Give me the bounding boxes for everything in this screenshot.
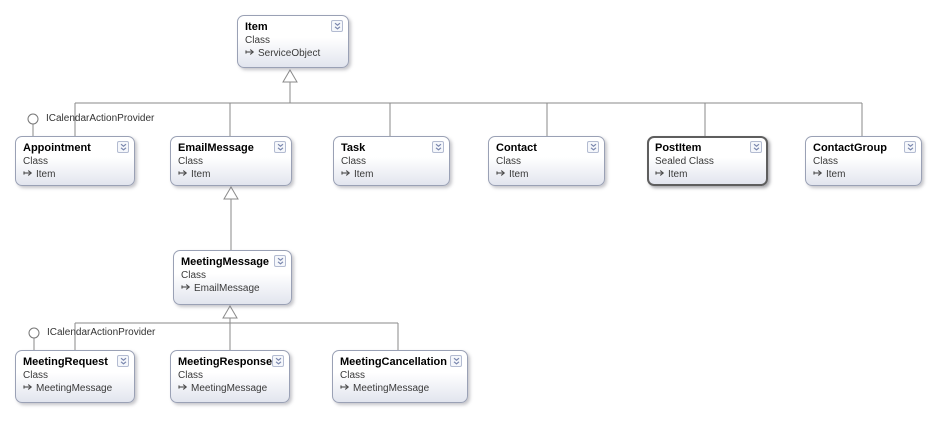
base-class-name: MeetingMessage	[191, 383, 268, 394]
class-name: Item	[245, 21, 268, 33]
class-node-emailmessage[interactable]: EmailMessage Class Item	[170, 136, 292, 186]
base-class-name: Item	[668, 169, 688, 180]
class-kind: Class	[340, 370, 366, 381]
collapse-chevron-icon[interactable]	[117, 355, 129, 367]
base-class-row: ServiceObject	[245, 48, 341, 60]
inherits-arrow-icon	[178, 169, 188, 181]
class-kind: Class	[181, 270, 207, 281]
inherits-arrow-icon	[245, 48, 255, 60]
interface-label: ICalendarActionProvider	[47, 327, 156, 338]
interface-label: ICalendarActionProvider	[46, 113, 155, 124]
inherits-arrow-icon	[178, 383, 188, 395]
class-node-contact[interactable]: Contact Class Item	[488, 136, 605, 186]
inherits-arrow-icon	[340, 383, 350, 395]
class-node-contactgroup[interactable]: ContactGroup Class Item	[805, 136, 922, 186]
class-node-meetingmessage[interactable]: MeetingMessage Class EmailMessage	[173, 250, 292, 305]
inherits-arrow-icon	[655, 169, 665, 181]
base-class-name: MeetingMessage	[353, 383, 430, 394]
class-name: ContactGroup	[813, 142, 887, 154]
collapse-chevron-icon[interactable]	[587, 141, 599, 153]
base-class-name: MeetingMessage	[36, 383, 113, 394]
class-name: MeetingRequest	[23, 356, 108, 368]
class-name: MeetingCancellation	[340, 356, 447, 368]
base-class-row: MeetingMessage	[23, 383, 127, 395]
base-class-name: EmailMessage	[194, 283, 260, 294]
collapse-chevron-icon[interactable]	[274, 141, 286, 153]
collapse-chevron-icon[interactable]	[904, 141, 916, 153]
base-class-row: Item	[655, 169, 760, 181]
collapse-chevron-icon[interactable]	[432, 141, 444, 153]
collapse-chevron-icon[interactable]	[331, 20, 343, 32]
class-kind: Class	[23, 370, 49, 381]
class-kind: Class	[245, 35, 271, 46]
inherits-arrow-icon	[813, 169, 823, 181]
base-class-name: Item	[509, 169, 529, 180]
collapse-chevron-icon[interactable]	[272, 355, 284, 367]
class-node-appointment[interactable]: Appointment Class Item	[15, 136, 135, 186]
class-node-postitem[interactable]: PostItem Sealed Class Item	[647, 136, 768, 186]
base-class-row: Item	[341, 169, 442, 181]
inherits-arrow-icon	[341, 169, 351, 181]
base-class-name: Item	[826, 169, 846, 180]
class-name: EmailMessage	[178, 142, 254, 154]
collapse-chevron-icon[interactable]	[750, 141, 762, 153]
collapse-chevron-icon[interactable]	[450, 355, 462, 367]
collapse-chevron-icon[interactable]	[117, 141, 129, 153]
class-name: PostItem	[655, 142, 702, 154]
base-class-name: ServiceObject	[258, 48, 321, 59]
inherits-arrow-icon	[496, 169, 506, 181]
base-class-name: Item	[354, 169, 374, 180]
class-node-meetingrequest[interactable]: MeetingRequest Class MeetingMessage	[15, 350, 135, 403]
base-class-name: Item	[191, 169, 211, 180]
base-class-row: MeetingMessage	[178, 383, 282, 395]
collapse-chevron-icon[interactable]	[274, 255, 286, 267]
class-name: MeetingResponse	[178, 356, 273, 368]
class-kind: Class	[178, 156, 204, 167]
base-class-row: MeetingMessage	[340, 383, 460, 395]
class-name: Contact	[496, 142, 537, 154]
class-kind: Class	[341, 156, 367, 167]
class-kind: Class	[178, 370, 204, 381]
class-kind: Class	[23, 156, 49, 167]
class-name: MeetingMessage	[181, 256, 270, 268]
lollipop-icon[interactable]	[27, 113, 39, 125]
base-class-row: Item	[178, 169, 284, 181]
class-kind: Class	[496, 156, 522, 167]
class-name: Appointment	[23, 142, 91, 154]
base-class-row: Item	[23, 169, 127, 181]
class-node-task[interactable]: Task Class Item	[333, 136, 450, 186]
inherits-arrow-icon	[23, 383, 33, 395]
class-node-meetingresponse[interactable]: MeetingResponse Class MeetingMessage	[170, 350, 290, 403]
class-node-item[interactable]: Item Class ServiceObject	[237, 15, 349, 68]
class-kind: Sealed Class	[655, 156, 714, 167]
class-kind: Class	[813, 156, 839, 167]
class-node-meetingcancellation[interactable]: MeetingCancellation Class MeetingMessage	[332, 350, 468, 403]
base-class-row: Item	[496, 169, 597, 181]
inherits-arrow-icon	[181, 283, 191, 295]
base-class-row: EmailMessage	[181, 283, 284, 295]
inherits-arrow-icon	[23, 169, 33, 181]
base-class-row: Item	[813, 169, 914, 181]
lollipop-icon[interactable]	[28, 327, 40, 339]
class-name: Task	[341, 142, 366, 154]
base-class-name: Item	[36, 169, 56, 180]
